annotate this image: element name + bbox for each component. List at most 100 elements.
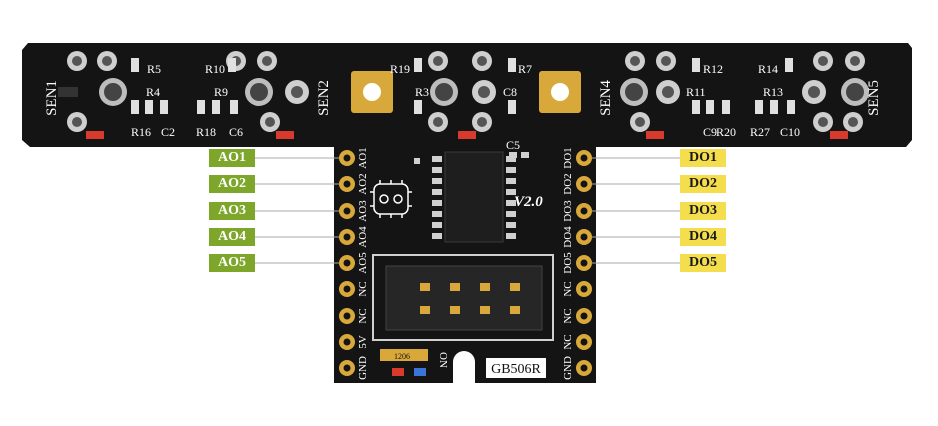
pin-hole (343, 312, 351, 320)
right-pin-label: DO3 (562, 200, 574, 222)
sensor-group-4 (620, 51, 680, 139)
analog-output-callout: AO1 (209, 149, 255, 167)
resistor-label: R11 (686, 85, 706, 99)
resistor-label: R4 (146, 85, 160, 99)
pin-hole (580, 259, 588, 267)
analog-output-callout: AO5 (209, 254, 255, 272)
digital-output-callout: DO5 (680, 254, 726, 272)
sensor-label: SEN1 (44, 80, 60, 116)
pin-hole (343, 338, 351, 346)
model-label: GB506R (491, 362, 541, 377)
left-pin-label: NC (357, 308, 369, 323)
left-pin-label: GND (357, 356, 369, 380)
resistor-label: R5 (147, 62, 161, 76)
right-header-pins (576, 150, 592, 376)
left-header-pins (339, 150, 355, 376)
resistor-label: R18 (196, 125, 216, 139)
pcb-top-bar (22, 43, 912, 147)
pin-hole (343, 207, 351, 215)
pin-hole (343, 259, 351, 267)
smd-1206-component (380, 349, 428, 361)
chip-logo-icon (370, 180, 412, 218)
resistor-label: R27 (750, 125, 770, 139)
resistor-label: R16 (131, 125, 151, 139)
sensor-label: SEN2 (316, 80, 332, 116)
right-pin-label: NC (562, 308, 574, 323)
pin-hole (343, 233, 351, 241)
analog-output-callout: AO4 (209, 228, 255, 246)
left-pin-label: AO3 (357, 200, 369, 222)
mounting-slot (453, 351, 475, 383)
idc-pins (420, 283, 520, 314)
digital-output-callout: DO3 (680, 202, 726, 220)
pin-hole (580, 207, 588, 215)
left-pin-label: NC (357, 281, 369, 296)
sensor-group-2 (226, 51, 309, 139)
analog-output-callout: AO3 (209, 202, 255, 220)
left-pin-label: AO2 (357, 173, 369, 194)
sensor-label: SEN5 (866, 80, 882, 116)
smd-components (131, 58, 795, 114)
resistor-label: R7 (518, 62, 532, 76)
sensor-label: SEN4 (598, 80, 614, 116)
capacitor-label: C10 (780, 125, 800, 139)
right-pin-label: NC (562, 281, 574, 296)
right-pin-label: NC (562, 334, 574, 349)
pin-hole (580, 285, 588, 293)
capacitor-label: C9 (703, 125, 717, 139)
sensor-group-5 (802, 51, 869, 139)
ic-chip (444, 151, 504, 243)
pin-hole (343, 180, 351, 188)
right-pin-label: DO4 (562, 226, 574, 248)
resistor-label: R13 (763, 85, 783, 99)
digital-output-callout: DO2 (680, 175, 726, 193)
pin-hole (580, 180, 588, 188)
smd-size-label: 1206 (394, 352, 410, 361)
pin-hole (343, 154, 351, 162)
resistor-label: R10 (205, 62, 225, 76)
mounting-hole-left (351, 71, 393, 113)
resistor-label: R12 (703, 62, 723, 76)
left-pin-label: AO4 (357, 226, 369, 248)
digital-output-callout: DO1 (680, 149, 726, 167)
capacitor-label: C5 (506, 138, 520, 152)
pin-hole (580, 233, 588, 241)
pin-hole (580, 364, 588, 372)
digital-output-callout: DO4 (680, 228, 726, 246)
analog-output-callout: AO2 (209, 175, 255, 193)
mounting-hole-right (539, 71, 581, 113)
right-pin-label: DO2 (562, 173, 574, 194)
resistor-label: R14 (758, 62, 778, 76)
capacitor-label: C2 (161, 125, 175, 139)
resistor-label: R19 (390, 62, 410, 76)
right-pin-label: DO1 (562, 147, 574, 168)
model-label-box (486, 358, 546, 378)
left-pin-label: 5V (357, 335, 369, 349)
right-pin-label: DO5 (562, 252, 574, 274)
idc-connector-outline (372, 254, 554, 341)
resistor-label: R3 (415, 85, 429, 99)
left-pin-label: AO1 (357, 147, 369, 168)
power-led-red (392, 368, 404, 376)
capacitor-label: C8 (503, 85, 517, 99)
capacitor-label: C6 (229, 125, 243, 139)
resistor-label: R20 (716, 125, 736, 139)
idc-connector (385, 265, 543, 331)
version-label: V2.0 (514, 194, 543, 210)
callout-leader-lines (255, 157, 680, 264)
pin-hole (343, 285, 351, 293)
pin-hole (580, 154, 588, 162)
sensor-group-1 (58, 51, 127, 139)
pin-hole (343, 364, 351, 372)
right-pin-label: GND (562, 356, 574, 380)
ic-pins (414, 152, 529, 239)
resistor-label: R9 (214, 85, 228, 99)
on-label: ON (437, 352, 449, 368)
left-pin-label: AO5 (357, 252, 369, 274)
pin-hole (580, 312, 588, 320)
pin-hole (580, 338, 588, 346)
sensor-group-3 (428, 51, 496, 139)
